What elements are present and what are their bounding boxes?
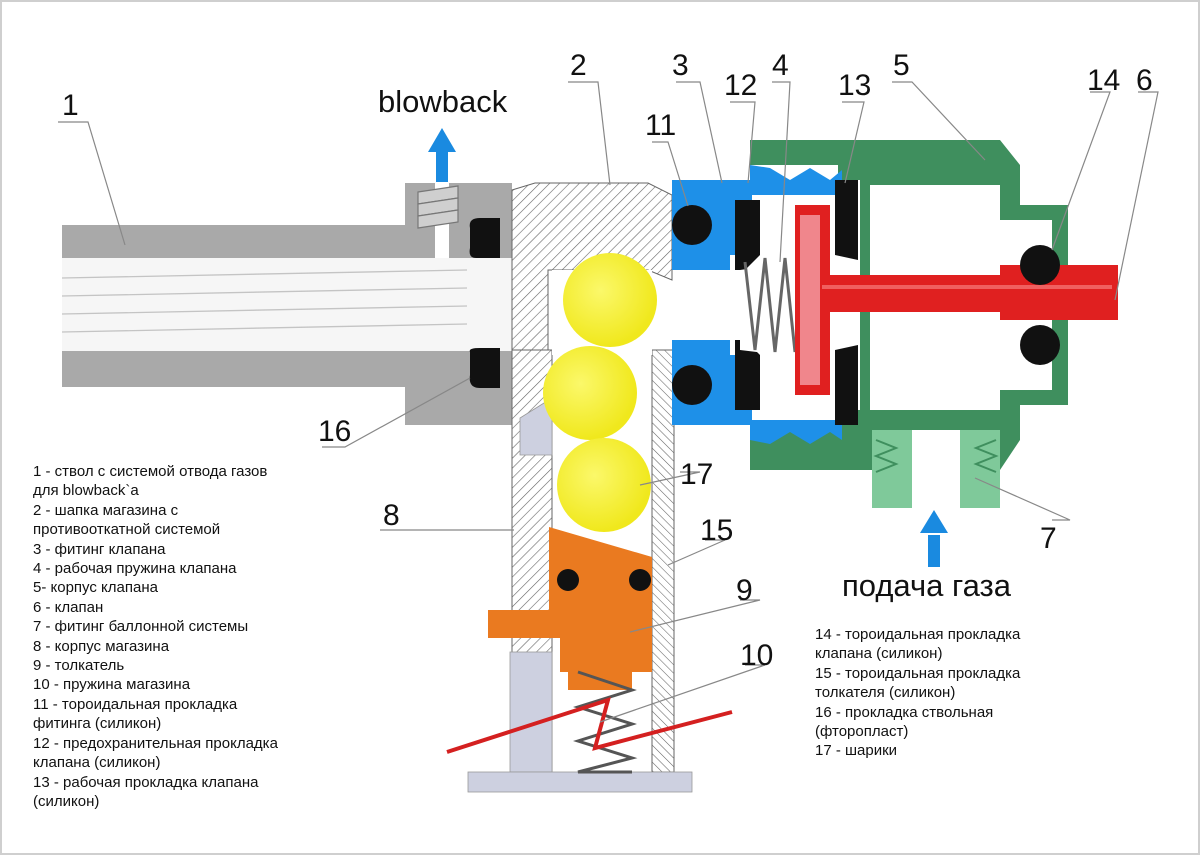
legend-line: 14 - тороидальная прокладка	[815, 626, 1021, 643]
legend-line: 5- корпус клапана	[33, 579, 158, 597]
legend-line: 15 - тороидальная прокладка	[815, 664, 1021, 682]
legend-line: 17 - шарики	[815, 742, 898, 760]
pusher-seal-left	[557, 569, 579, 591]
callout-2: 2	[570, 49, 587, 82]
legend-line: (фторопласт)	[815, 723, 909, 741]
valve	[795, 205, 1118, 395]
callout-11: 11	[645, 109, 676, 142]
legend-line: 16 - прокладка ствольная	[815, 703, 994, 721]
callout-17: 17	[680, 458, 713, 491]
legend-line: 4 - рабочая пружина клапана	[33, 560, 237, 578]
legend-line: 3 - фитинг клапана	[33, 540, 166, 558]
valve-seal-top	[1020, 245, 1060, 285]
barrel	[61, 183, 512, 425]
legend-line: 6 - клапан	[33, 598, 104, 616]
pusher	[488, 527, 652, 690]
legend-line: (силикон)	[33, 792, 100, 810]
legend-line: 8 - корпус магазина	[33, 637, 170, 655]
balls	[543, 253, 657, 532]
blowback-screw	[417, 185, 459, 229]
legend-line: фитинга (силикон)	[33, 715, 162, 733]
callout-1: 1	[62, 89, 79, 122]
callout-4: 4	[772, 49, 789, 82]
legend-left: 1 - ствол с системой отвода газов для bl…	[33, 462, 333, 811]
leader-lines	[58, 81, 1159, 723]
fitting-seal-bottom	[672, 365, 712, 405]
magazine-spring	[446, 670, 733, 774]
legend-line: клапана (силикон)	[815, 645, 943, 663]
callout-6: 6	[1136, 64, 1153, 97]
legend-line: клапана (силикон)	[33, 754, 161, 772]
legend-line: противооткатной системой	[33, 521, 221, 539]
legend-line: толкателя (силикон)	[815, 684, 956, 702]
callout-7: 7	[1040, 522, 1057, 555]
gas-supply-arrow	[920, 510, 948, 567]
legend-line: 13 - рабочая прокладка клапана	[33, 773, 259, 791]
callout-14: 14	[1087, 64, 1120, 97]
callout-10: 10	[740, 639, 773, 672]
legend-line: 9 - толкатель	[33, 657, 125, 675]
callout-numbers: 1 2 3 4 5 6 7 8 9 10 11 12 13 14 15 16 1…	[62, 49, 1153, 672]
callout-5: 5	[893, 49, 910, 82]
pusher-seal-right	[629, 569, 651, 591]
callout-15: 15	[700, 514, 733, 547]
callout-9: 9	[736, 574, 753, 607]
callout-3: 3	[672, 49, 689, 82]
valve-fitting	[672, 165, 858, 444]
blowback-label: blowback	[378, 84, 508, 119]
legend-line: 12 - предохранительная прокладка	[33, 734, 278, 752]
callout-12: 12	[724, 69, 757, 102]
callout-16: 16	[318, 415, 351, 448]
barrel-seal	[469, 218, 500, 388]
gas-supply-label: подача газа	[842, 568, 1012, 603]
blowback-arrow	[428, 128, 456, 182]
legend-line: 1 - ствол с системой отвода газов	[33, 463, 268, 480]
fitting-seal-top	[672, 205, 712, 245]
legend-line: 2 - шапка магазина с	[33, 501, 179, 519]
callout-8: 8	[383, 499, 400, 532]
legend-right: 14 - тороидальная прокладка клапана (сил…	[815, 625, 1115, 761]
legend-line: 11 - тороидальная прокладка	[33, 695, 238, 713]
callout-13: 13	[838, 69, 871, 102]
legend-line: для blowback`a	[33, 482, 139, 500]
legend-line: 10 - пружина магазина	[33, 676, 191, 694]
legend-line: 7 - фитинг баллонной системы	[33, 618, 249, 636]
valve-seal-bottom	[1020, 325, 1060, 365]
